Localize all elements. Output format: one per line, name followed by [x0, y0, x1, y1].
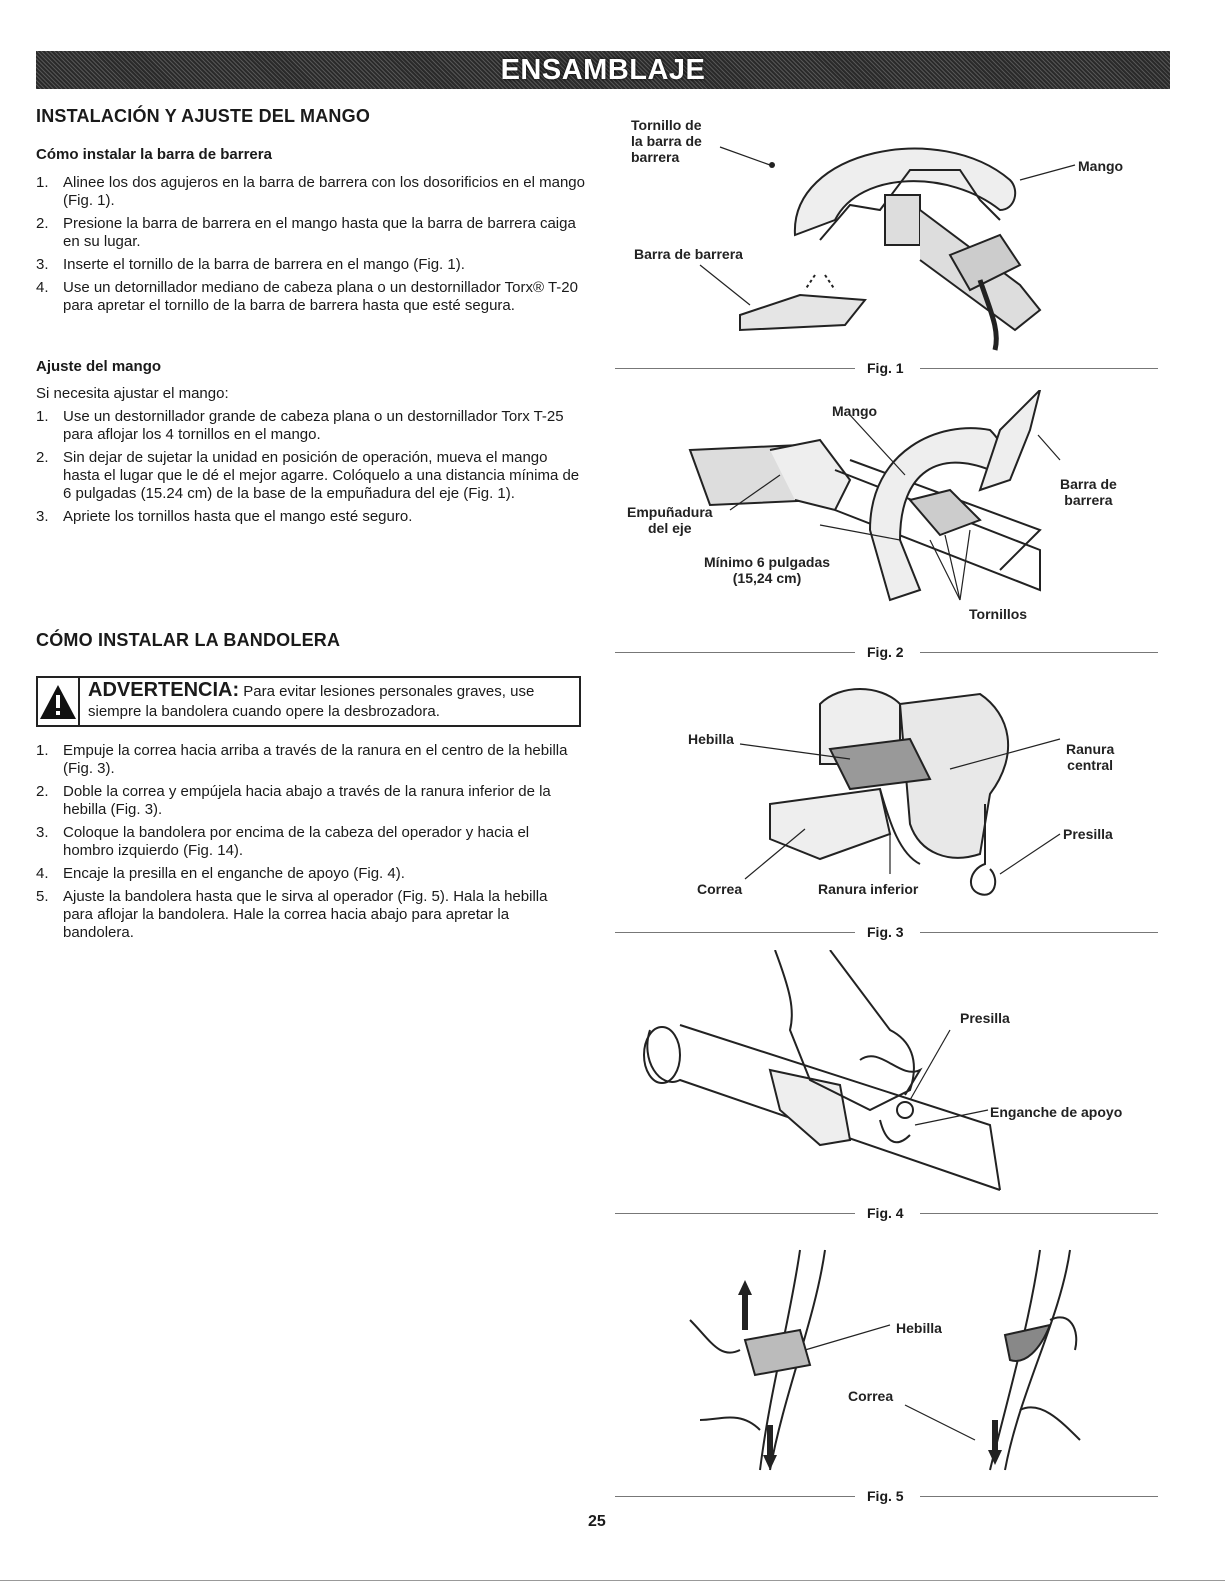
step-number: 3.: [36, 256, 49, 273]
step-text: Empuje la correa hacia arriba a través d…: [63, 742, 568, 777]
step-number: 1.: [36, 408, 49, 425]
barrier-bar-steps: 1. Alinee los dos agujeros en la barra de…: [36, 174, 586, 320]
handle-step-3: 3. Apriete los tornillos hasta que el man…: [36, 508, 581, 526]
fig1-label-handle: Mango: [1078, 158, 1124, 174]
fig5-caption: Fig. 5: [867, 1488, 904, 1504]
fig3-label-buckle: Hebilla: [688, 731, 734, 747]
barrier-step-4: 4. Use un detornillador mediano de cabeza…: [36, 279, 586, 315]
step-number: 3.: [36, 824, 49, 841]
fig2-label-bar: Barra de barrera: [1060, 476, 1117, 508]
fig4-rule-left: [615, 1213, 855, 1214]
heading-handle-install: INSTALACIÓN Y AJUSTE DEL MANGO: [36, 106, 371, 126]
fig3-caption: Fig. 3: [867, 924, 904, 940]
step-text: Ajuste la bandolera hasta que le sirva a…: [63, 888, 548, 941]
barrier-step-2: 2. Presione la barra de barrera en el man…: [36, 215, 586, 251]
page-bottom-rule: [0, 1580, 1225, 1581]
step-number: 2.: [36, 449, 49, 466]
warning-box: ADVERTENCIA: Para evitar lesiones person…: [36, 676, 581, 727]
warning-title: ADVERTENCIA:: [88, 679, 240, 701]
step-text: Sin dejar de sujetar la unidad en posici…: [63, 449, 580, 502]
barrier-step-3: 3. Inserte el tornillo de la barra de bar…: [36, 256, 586, 274]
step-text: Apriete los tornillos hasta que el mango…: [63, 508, 413, 525]
step-text: Use un detornillador mediano de cabeza p…: [63, 279, 578, 314]
fig2-illustration: [688, 390, 1061, 602]
warning-text: Para evitar lesiones personales graves, …: [88, 683, 535, 720]
barrier-step-1: 1. Alinee los dos agujeros en la barra de…: [36, 174, 586, 210]
banner-title: ENSAMBLAJE: [500, 53, 706, 86]
step-number: 1.: [36, 174, 49, 191]
fig5-rule-right: [920, 1496, 1158, 1497]
step-text: Doble la correa y empújela hacia abajo a…: [63, 783, 551, 818]
harness-steps: 1. Empuje la correa hacia arriba a través…: [36, 742, 571, 947]
fig2-rule-left: [615, 652, 855, 653]
fig1-caption: Fig. 1: [867, 360, 904, 376]
step-text: Inserte el tornillo de la barra de barre…: [63, 256, 465, 273]
subheading-handle-adjust: Ajuste del mango: [36, 358, 162, 375]
section-banner: ENSAMBLAJE: [36, 51, 1170, 89]
harness-step-4: 4. Encaje la presilla en el enganche de a…: [36, 865, 571, 883]
step-text: Use un destornillador grande de cabeza p…: [63, 408, 564, 443]
fig3-label-strap: Correa: [697, 881, 743, 897]
fig2-label-grip: Empuñadura del eje: [627, 504, 713, 536]
fig4-illustration: [643, 950, 1001, 1191]
step-number: 3.: [36, 508, 49, 525]
harness-step-5: 5. Ajuste la bandolera hasta que le sirva…: [36, 888, 571, 942]
fig1-rule-right: [920, 368, 1158, 369]
handle-step-1: 1. Use un destornillador grande de cabeza…: [36, 408, 581, 444]
handle-adjust-intro: Si necesita ajustar el mango:: [36, 385, 229, 402]
fig1-label-screw: Tornillo de la barra de barrera: [631, 117, 702, 165]
step-number: 4.: [36, 865, 49, 882]
step-text: Coloque la bandolera por encima de la ca…: [63, 824, 530, 859]
step-text: Alinee los dos agujeros en la barra de b…: [63, 174, 585, 209]
step-number: 2.: [36, 783, 49, 800]
step-number: 1.: [36, 742, 49, 759]
fig4-label-clip: Presilla: [960, 1010, 1010, 1026]
fig2-label-handle: Mango: [832, 403, 878, 419]
fig5-label-buckle: Hebilla: [896, 1320, 942, 1336]
step-number: 2.: [36, 215, 49, 232]
subheading-barrier-bar: Cómo instalar la barra de barrera: [36, 146, 272, 163]
harness-step-2: 2. Doble la correa y empújela hacia abajo…: [36, 783, 571, 819]
fig4-caption: Fig. 4: [867, 1205, 904, 1221]
fig1-rule-left: [615, 368, 855, 369]
fig5-rule-left: [615, 1496, 855, 1497]
fig3-rule-left: [615, 932, 855, 933]
fig2-caption: Fig. 2: [867, 644, 904, 660]
fig4-rule-right: [920, 1213, 1158, 1214]
fig3-label-clip: Presilla: [1063, 826, 1113, 842]
fig3-illustration: [739, 688, 1061, 896]
page-number: 25: [588, 1513, 606, 1530]
heading-harness: CÓMO INSTALAR LA BANDOLERA: [36, 630, 341, 650]
fig3-label-center-slot: Ranura central: [1066, 741, 1115, 773]
fig1-illustration: [699, 146, 1076, 351]
fig2-label-minimum: Mínimo 6 pulgadas (15,24 cm): [704, 554, 831, 586]
harness-step-1: 1. Empuje la correa hacia arriba a través…: [36, 742, 571, 778]
harness-step-3: 3. Coloque la bandolera por encima de la …: [36, 824, 571, 860]
handle-step-2: 2. Sin dejar de sujetar la unidad en posi…: [36, 449, 581, 503]
step-text: Presione la barra de barrera en el mango…: [63, 215, 576, 250]
fig5-illustration: [689, 1249, 1081, 1471]
fig5-label-strap: Correa: [848, 1388, 894, 1404]
step-number: 4.: [36, 279, 49, 296]
handle-adjust-steps: 1. Use un destornillador grande de cabeza…: [36, 408, 581, 531]
fig2-label-screws: Tornillos: [969, 606, 1028, 622]
fig1-label-bar: Barra de barrera: [634, 246, 743, 262]
warning-icon: [38, 678, 80, 725]
fig2-rule-right: [920, 652, 1158, 653]
step-text: Encaje la presilla en el enganche de apo…: [63, 865, 405, 882]
fig3-rule-right: [920, 932, 1158, 933]
step-number: 5.: [36, 888, 49, 905]
fig3-label-lower-slot: Ranura inferior: [818, 881, 919, 897]
fig4-label-hook: Enganche de apoyo: [990, 1104, 1123, 1120]
